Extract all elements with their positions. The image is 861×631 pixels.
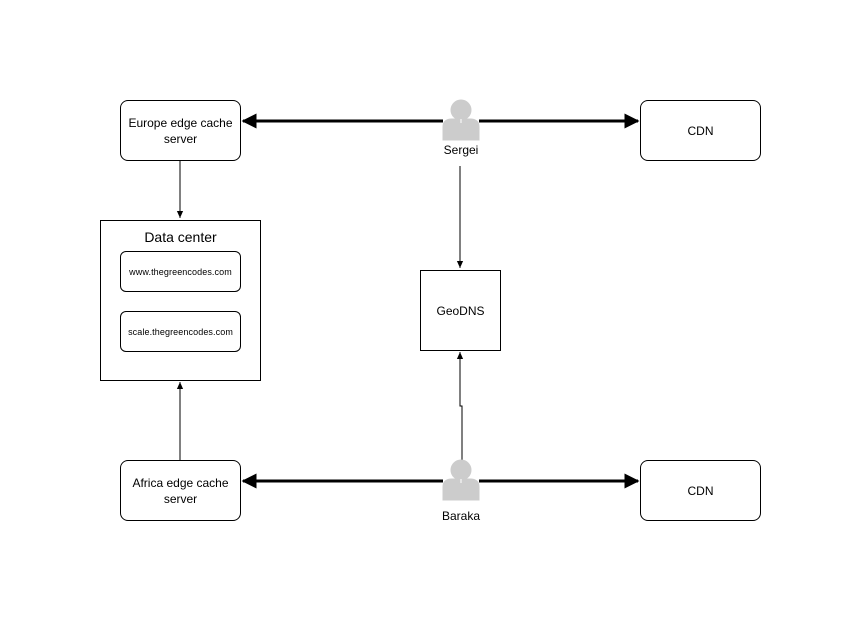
geodns-label: GeoDNS — [436, 303, 485, 318]
user-label-baraka: Baraka — [441, 509, 481, 523]
europe-edge-cache-label: Europe edge cache server — [128, 115, 233, 146]
host-www-label: www.thegreencodes.com — [129, 266, 232, 277]
user-label-sergei: Sergei — [443, 143, 479, 157]
edge-baraka-geodns — [456, 352, 464, 460]
user-icon-baraka — [442, 459, 480, 501]
cdn-bottom-node[interactable]: CDN — [640, 460, 761, 521]
user-icon-sergei — [442, 99, 480, 141]
data-center-title: Data center — [144, 229, 217, 245]
africa-edge-cache-label: Africa edge cache server — [132, 475, 229, 506]
europe-edge-cache-node[interactable]: Europe edge cache server — [120, 100, 241, 161]
cdn-top-label: CDN — [687, 123, 714, 138]
geodns-node[interactable]: GeoDNS — [420, 270, 501, 351]
host-scale-node[interactable]: scale.thegreencodes.com — [120, 311, 241, 352]
data-center-container[interactable]: Data center www.thegreencodes.com scale.… — [100, 220, 261, 381]
africa-edge-cache-node[interactable]: Africa edge cache server — [120, 460, 241, 521]
cdn-bottom-label: CDN — [687, 483, 714, 498]
host-www-node[interactable]: www.thegreencodes.com — [120, 251, 241, 292]
cdn-top-node[interactable]: CDN — [640, 100, 761, 161]
host-scale-label: scale.thegreencodes.com — [128, 326, 233, 337]
